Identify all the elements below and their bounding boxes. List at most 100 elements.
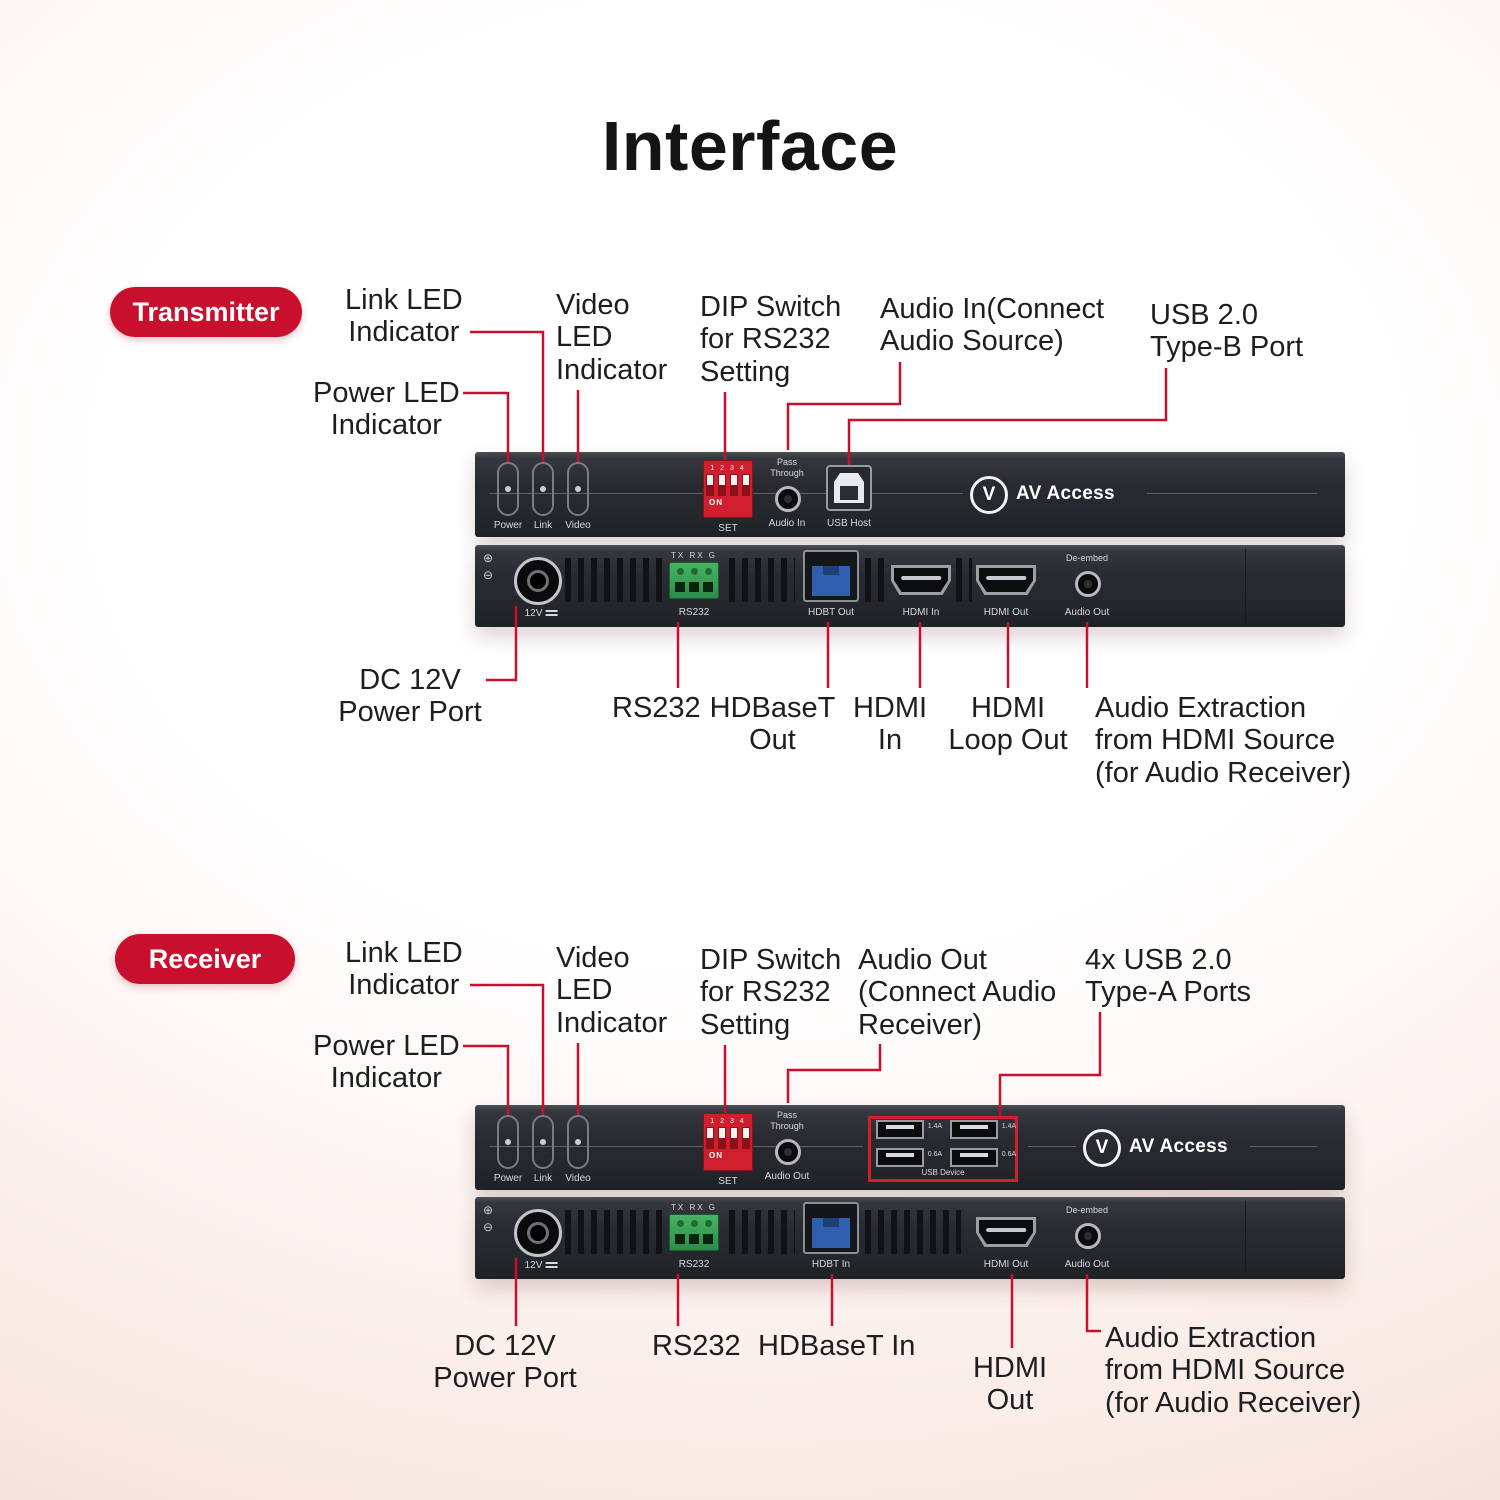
callout-r-power-led: Power LED Indicator	[313, 1030, 460, 1095]
callout-t-dip-switch: DIP Switch for RS232 Setting	[700, 291, 842, 388]
usb-type-a-port	[876, 1120, 924, 1139]
terminal-hole	[689, 582, 699, 592]
link-led-module	[532, 1115, 554, 1169]
deembed-label: De-embed	[1065, 1205, 1109, 1215]
video-led-module	[567, 1115, 589, 1169]
audio-out-jack-label: Audio Out	[764, 1171, 810, 1182]
transmitter-rear-panel: ⊕ ⊖ 12V TX RX G RS232 HDBT Out HDMI In	[475, 545, 1345, 627]
dip-toggle	[718, 1127, 726, 1149]
panel-groove-line	[489, 1146, 863, 1147]
usb-type-a-port	[876, 1148, 924, 1167]
usb-type-a-port	[950, 1148, 998, 1167]
terminal-hole	[703, 582, 713, 592]
dip-toggles	[704, 474, 752, 496]
panel-groove-line	[1250, 1146, 1317, 1147]
hdmi-in-port	[891, 565, 951, 595]
dip-numbers-label: 1 2 3 4	[710, 465, 746, 472]
terminal-hole	[703, 1234, 713, 1244]
transmitter-badge: Transmitter	[110, 287, 302, 337]
callout-t-hdmi-in: HDMI In	[852, 692, 928, 757]
callout-r-usb: 4x USB 2.0 Type-A Ports	[1085, 944, 1252, 1009]
usb-type-a-port	[950, 1120, 998, 1139]
hdbaset-port	[803, 550, 859, 602]
callout-t-hdbaset: HDBaseT Out	[709, 692, 836, 757]
callout-r-audio-out: Audio Out (Connect Audio Receiver)	[858, 944, 1057, 1041]
rs232-terminal-block	[669, 1214, 719, 1251]
usb-amp-label: 1.4A	[927, 1123, 943, 1130]
terminal-hole	[675, 1234, 685, 1244]
rs232-pins-label: TX RX G	[670, 551, 718, 560]
usb-amp-label: 0.6A	[927, 1151, 943, 1158]
dc-power-jack	[514, 557, 562, 605]
callout-r-hdmi-out: HDMI Out	[972, 1352, 1048, 1417]
dc-12v-label: 12V	[525, 1260, 558, 1272]
callout-r-dip-switch: DIP Switch for RS232 Setting	[700, 944, 842, 1041]
pass-through-label: Pass Through	[770, 1110, 804, 1131]
dip-toggle	[730, 474, 738, 496]
terminal-hole	[689, 1234, 699, 1244]
terminal-screw	[705, 568, 712, 575]
receiver-rear-panel: ⊕ ⊖ 12V TX RX G RS232 HDBT In HDMI Out D…	[475, 1197, 1345, 1279]
callout-t-audio-in: Audio In(Connect Audio Source)	[880, 293, 1105, 358]
audio-out-jack	[1075, 1223, 1101, 1249]
vent-slots	[956, 558, 972, 602]
usb-type-b-shape	[834, 473, 864, 503]
vent-slots	[565, 558, 665, 602]
usb-ports-highlight-box	[868, 1116, 1018, 1182]
dip-toggles	[704, 1127, 752, 1149]
callout-r-audio-extraction: Audio Extraction from HDMI Source (for A…	[1105, 1322, 1362, 1419]
usb-host-label: USB Host	[827, 518, 871, 529]
hdbt-label: HDBT In	[811, 1259, 851, 1270]
callout-r-video-led: Video LED Indicator	[556, 942, 668, 1039]
link-led-label: Link	[533, 520, 553, 531]
audio-in-jack	[775, 486, 801, 512]
hdmi-port-inner	[979, 568, 1033, 592]
link-led-label: Link	[533, 1173, 553, 1184]
dc-polarity-icons: ⊕ ⊖	[483, 1202, 493, 1237]
hdmi-out-label: HDMI Out	[983, 607, 1029, 618]
dip-switch: 1 2 3 4 ON	[703, 1113, 753, 1171]
vent-slots	[729, 1210, 795, 1254]
hdmi-port-slot	[986, 575, 1026, 580]
dc-voltage-icon	[545, 1262, 558, 1269]
hdmi-port-inner	[894, 568, 948, 592]
callout-r-rs232: RS232	[652, 1330, 741, 1362]
hdmi-in-label: HDMI In	[902, 607, 940, 618]
leader-r-audio-out	[786, 1044, 882, 1103]
brand-name: AV Access	[1016, 483, 1115, 504]
dip-set-label: SET	[718, 1176, 738, 1187]
callout-t-rs232: RS232	[612, 692, 701, 724]
dip-toggle	[706, 474, 714, 496]
usb-device-label: USB Device	[921, 1168, 965, 1177]
usb-amp-label: 0.6A	[1001, 1151, 1017, 1158]
power-led-label: Power	[493, 1173, 523, 1184]
av-access-logo-icon: V	[1083, 1129, 1121, 1167]
terminal-screw	[677, 568, 684, 575]
dc-12v-text: 12V	[524, 1260, 543, 1271]
callout-t-dc: DC 12V Power Port	[338, 664, 482, 729]
rs232-label: RS232	[678, 1259, 710, 1270]
vent-slots	[729, 558, 795, 602]
callout-r-hdbaset: HDBaseT In	[758, 1330, 916, 1362]
dc-voltage-icon	[545, 610, 558, 617]
hdbt-label: HDBT Out	[808, 607, 854, 618]
brand-name: AV Access	[1129, 1136, 1228, 1157]
terminal-hole	[675, 582, 685, 592]
dc-power-jack	[514, 1209, 562, 1257]
terminal-screw	[677, 1220, 684, 1227]
vent-slots	[565, 1210, 665, 1254]
vent-slots	[865, 558, 887, 602]
usb-type-b-hole	[840, 486, 858, 500]
vent-slots	[865, 1210, 961, 1254]
hdmi-out-port	[976, 1217, 1036, 1247]
dc-polarity-icons: ⊕ ⊖	[483, 550, 493, 585]
terminal-screw	[691, 1220, 698, 1227]
power-led-module	[497, 462, 519, 516]
audio-in-jack-label: Audio In	[768, 518, 806, 529]
panel-seam	[1245, 1201, 1246, 1275]
rs232-pins-label: TX RX G	[670, 1203, 718, 1212]
callout-t-audio-extraction: Audio Extraction from HDMI Source (for A…	[1095, 692, 1352, 789]
pass-through-label: Pass Through	[770, 457, 804, 478]
leader-t-usb	[847, 368, 1168, 465]
